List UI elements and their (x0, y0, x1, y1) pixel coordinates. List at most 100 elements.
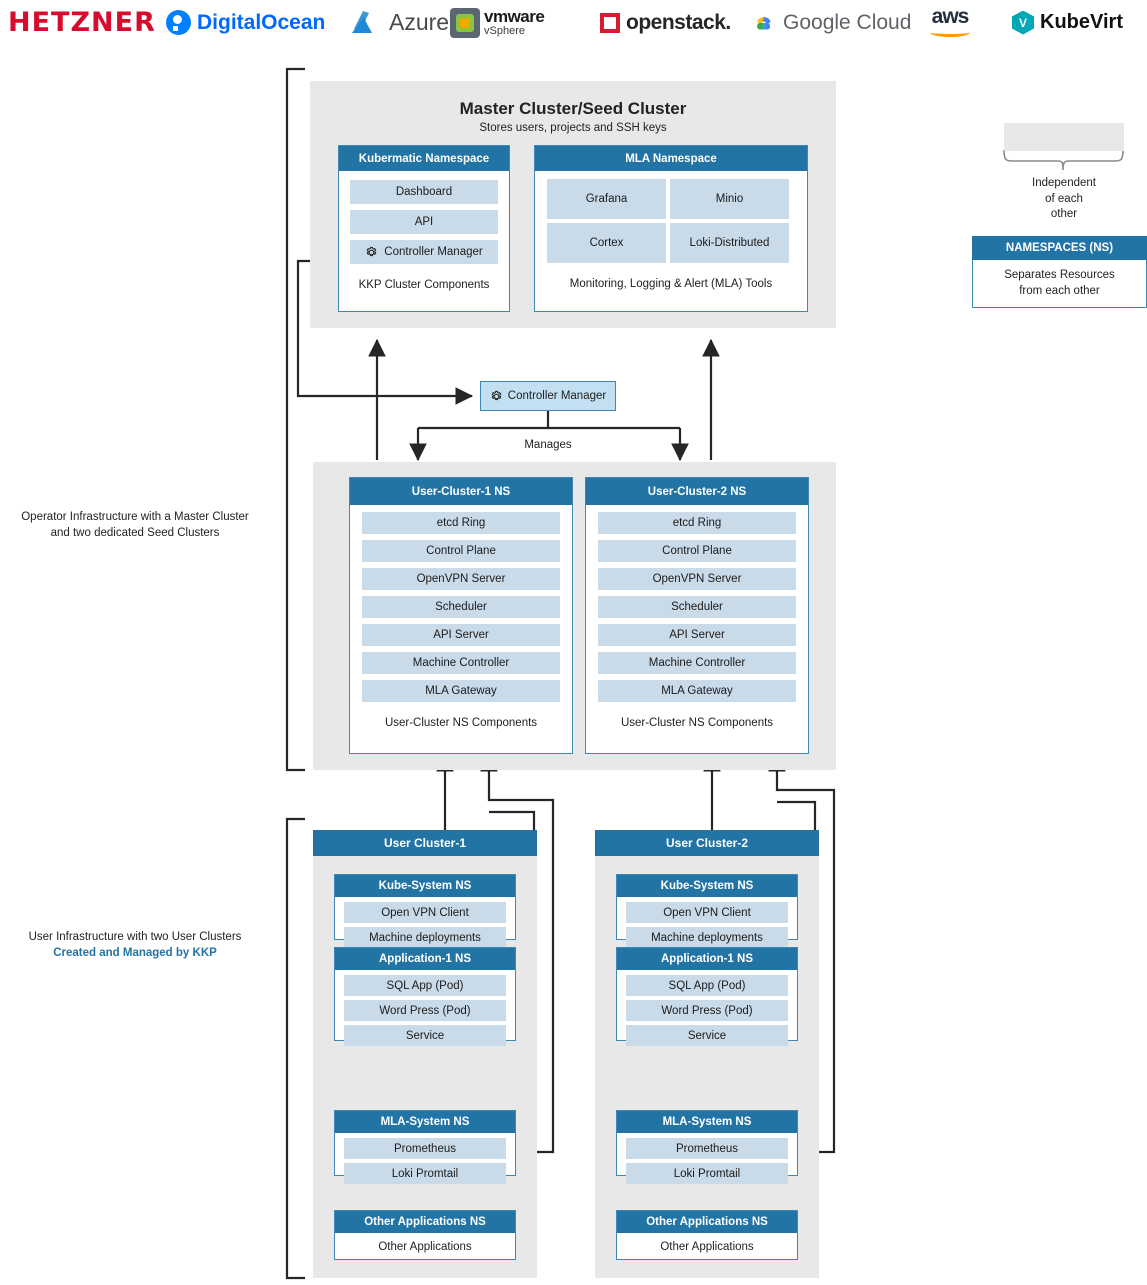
uc2-kube-system-header: Kube-System NS (617, 875, 797, 897)
mla-namespace-box: MLA Namespace Grafana Minio Cortex Loki-… (534, 145, 808, 312)
user-cluster-2-ns-header: User-Cluster-2 NS (586, 478, 808, 505)
kubevirt-label: KubeVirt (1040, 11, 1123, 33)
user-cluster-2-header: User Cluster-2 (595, 830, 819, 856)
uc2-kube-system-ns: Kube-System NS Open VPN Client Machine d… (616, 874, 798, 948)
item-cortex[interactable]: Cortex (547, 223, 666, 263)
uc1-item-other-applications[interactable]: Other Applications (378, 1240, 472, 1253)
openstack-label: openstack. (626, 10, 731, 34)
item-etcd-ring-1[interactable]: etcd Ring (362, 512, 560, 534)
item-api-server-2[interactable]: API Server (598, 624, 796, 646)
controller-manager-node[interactable]: Controller Manager (480, 381, 616, 411)
uc2-application-1-ns: Application-1 NS SQL App (Pod) Word Pres… (616, 947, 798, 1046)
master-cluster-panel: Master Cluster/Seed Cluster Stores users… (310, 81, 836, 328)
uc1-mla-system-header: MLA-System NS (335, 1111, 515, 1133)
user-cluster-1-ns-box: User-Cluster-1 NS etcd Ring Control Plan… (349, 477, 573, 754)
independent-of-each-other-label: Independent of each other (984, 176, 1144, 223)
item-api[interactable]: API (350, 210, 498, 234)
item-scheduler-1[interactable]: Scheduler (362, 596, 560, 618)
openstack-logo: openstack. (600, 0, 731, 45)
manages-label: Manages (498, 439, 598, 451)
user-cluster-1-panel: User Cluster-1 Kube-System NS Open VPN C… (313, 830, 537, 1278)
google-cloud-icon (757, 15, 771, 30)
uc1-item-service[interactable]: Service (344, 1025, 506, 1046)
aws-smile-icon (930, 28, 970, 37)
user-cluster-1-ns-caption: User-Cluster NS Components (384, 717, 538, 729)
uc2-mla-system-ns: MLA-System NS Prometheus Loki Promtail (616, 1110, 798, 1184)
user-bracket (285, 817, 305, 1280)
master-cluster-title: Master Cluster/Seed Cluster (459, 99, 687, 118)
item-minio[interactable]: Minio (670, 179, 789, 219)
cloud-provider-logo-bar: HETZNER DigitalOcean Azure vmware vSpher… (0, 0, 1147, 45)
uc1-item-machine-deployments[interactable]: Machine deployments (344, 927, 506, 948)
user-cluster-2-ns-caption: User-Cluster NS Components (620, 717, 774, 729)
digitalocean-logo: DigitalOcean (166, 0, 325, 45)
uc1-item-sql-app[interactable]: SQL App (Pod) (344, 975, 506, 996)
item-controller-manager-label: Controller Manager (384, 246, 483, 258)
uc2-other-applications-header: Other Applications NS (617, 1211, 797, 1233)
item-api-server-1[interactable]: API Server (362, 624, 560, 646)
operator-bracket (285, 67, 305, 772)
brace-line1: Independent (1032, 177, 1096, 189)
uc2-item-loki-promtail[interactable]: Loki Promtail (626, 1163, 788, 1184)
controller-manager-label: Controller Manager (507, 390, 607, 402)
uc1-kube-system-header: Kube-System NS (335, 875, 515, 897)
azure-logo: Azure (350, 0, 449, 45)
user-cluster-2-panel: User Cluster-2 Kube-System NS Open VPN C… (595, 830, 819, 1278)
uc1-item-prometheus[interactable]: Prometheus (344, 1138, 506, 1159)
namespaces-legend-header: NAMESPACES (NS) (972, 236, 1147, 260)
uc1-item-word-press[interactable]: Word Press (Pod) (344, 1000, 506, 1021)
kubermatic-namespace-box: Kubermatic Namespace Dashboard API Contr… (338, 145, 510, 312)
item-grafana[interactable]: Grafana (547, 179, 666, 219)
namespaces-legend-line1: Separates Resources (1004, 268, 1115, 281)
google-cloud-logo: Google Cloud (752, 0, 911, 45)
kkp-cluster-components-caption: KKP Cluster Components (358, 279, 490, 291)
uc1-item-open-vpn-client[interactable]: Open VPN Client (344, 902, 506, 923)
user-cluster-1-header: User Cluster-1 (313, 830, 537, 856)
uc1-application-1-header: Application-1 NS (335, 948, 515, 970)
item-openvpn-server-1[interactable]: OpenVPN Server (362, 568, 560, 590)
item-mla-gateway-2[interactable]: MLA Gateway (598, 680, 796, 702)
uc1-mla-system-ns: MLA-System NS Prometheus Loki Promtail (334, 1110, 516, 1184)
item-openvpn-server-2[interactable]: OpenVPN Server (598, 568, 796, 590)
uc1-other-applications-header: Other Applications NS (335, 1211, 515, 1233)
item-machine-controller-1[interactable]: Machine Controller (362, 652, 560, 674)
item-control-plane-1[interactable]: Control Plane (362, 540, 560, 562)
item-control-plane-2[interactable]: Control Plane (598, 540, 796, 562)
item-loki-distributed[interactable]: Loki-Distributed (670, 223, 789, 263)
item-dashboard[interactable]: Dashboard (350, 180, 498, 204)
gear-icon (367, 246, 377, 256)
uc1-item-loki-promtail[interactable]: Loki Promtail (344, 1163, 506, 1184)
google-cloud-label: Google Cloud (783, 10, 912, 34)
item-etcd-ring-2[interactable]: etcd Ring (598, 512, 796, 534)
item-controller-manager[interactable]: Controller Manager (350, 240, 498, 264)
uc2-item-prometheus[interactable]: Prometheus (626, 1138, 788, 1159)
item-mla-gateway-1[interactable]: MLA Gateway (362, 680, 560, 702)
uc1-application-1-ns: Application-1 NS SQL App (Pod) Word Pres… (334, 947, 516, 1046)
azure-label: Azure (389, 9, 450, 35)
uc2-item-service[interactable]: Service (626, 1025, 788, 1046)
uc2-item-open-vpn-client[interactable]: Open VPN Client (626, 902, 788, 923)
legend-sample-panel (1004, 123, 1124, 151)
vmware-vsphere-logo: vmware vSphere (450, 0, 545, 45)
kubevirt-logo: V KubeVirt (1012, 0, 1123, 45)
uc2-mla-system-header: MLA-System NS (617, 1111, 797, 1133)
user-cluster-1-ns-header: User-Cluster-1 NS (350, 478, 572, 505)
master-cluster-subtitle: Stores users, projects and SSH keys (479, 122, 667, 134)
item-machine-controller-2[interactable]: Machine Controller (598, 652, 796, 674)
kubermatic-namespace-header: Kubermatic Namespace (339, 146, 509, 171)
user-infrastructure-label: User Infrastructure with two User Cluste… (0, 930, 270, 961)
user-label-line2: Created and Managed by KKP (53, 946, 217, 959)
uc2-item-other-applications[interactable]: Other Applications (660, 1240, 754, 1253)
aws-label: aws (931, 5, 970, 29)
vmware-label: vmware (484, 7, 545, 26)
uc2-item-word-press[interactable]: Word Press (Pod) (626, 1000, 788, 1021)
item-scheduler-2[interactable]: Scheduler (598, 596, 796, 618)
mla-namespace-header: MLA Namespace (535, 146, 807, 171)
namespaces-legend-line2: from each other (1019, 284, 1100, 297)
namespaces-legend-body: Separates Resources from each other (972, 260, 1147, 308)
digitalocean-icon (166, 10, 191, 35)
uc2-item-sql-app[interactable]: SQL App (Pod) (626, 975, 788, 996)
uc2-item-machine-deployments[interactable]: Machine deployments (626, 927, 788, 948)
seed-namespaces-panel: User-Cluster-1 NS etcd Ring Control Plan… (313, 462, 836, 770)
brace-line2: of each (1045, 192, 1083, 205)
